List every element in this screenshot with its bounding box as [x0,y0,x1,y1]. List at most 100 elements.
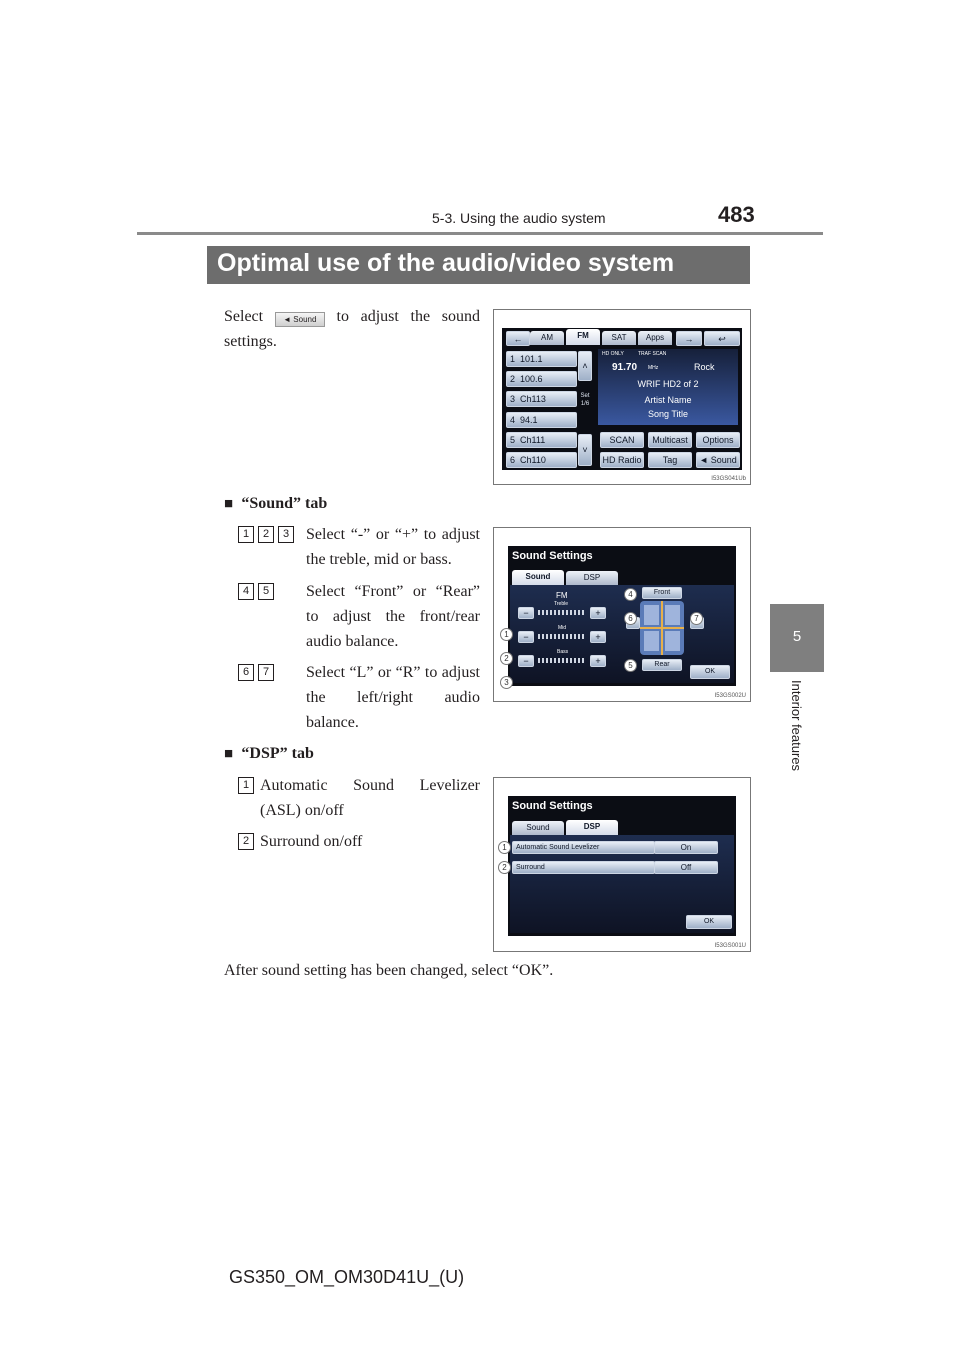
balance-grid [640,601,684,655]
multicast-button[interactable]: Multicast [648,432,692,448]
treble-plus-button[interactable]: + [590,607,606,619]
dsp-item-1-number: 1 [238,773,258,798]
callout-3: 3 [500,676,513,689]
sound-panel: FM Treble − + Mid − + Bass − + Front [510,585,734,683]
front-button[interactable]: Front [642,587,682,599]
dsp-tab-heading: ■ “DSP” tab [224,745,314,762]
screen-title: Sound Settings [512,550,593,562]
tab-sat[interactable]: SAT [602,331,636,345]
callout-7: 7 [690,612,703,625]
closing-paragraph: After sound setting has been changed, se… [224,962,554,979]
image-code: I53GS002U [714,693,746,699]
sound-button[interactable]: ◄ Sound [696,452,740,468]
asl-toggle[interactable]: On [654,841,718,854]
running-header-section: 5-3. Using the audio system [432,210,606,226]
station-info-panel: HD ONLY TRAF SCAN 91.70 MHz Rock WRIF HD… [598,349,738,425]
callout-2: 2 [500,652,513,665]
preset-3[interactable]: 3 Ch113 [506,391,577,407]
tab-dsp[interactable]: DSP [566,820,618,835]
treble-label: Treble [554,601,568,607]
bass-minus-button[interactable]: − [518,655,534,667]
sound-item-2-text: Select “Front” or “Rear” to adjust the f… [306,583,480,650]
screen-title: Sound Settings [512,800,593,812]
sound-item-1-text: Select “-” or “+” to adjust the treble, … [306,526,480,568]
asl-row[interactable]: Automatic Sound Levelizer [512,841,655,854]
hd-only-label: HD ONLY [602,351,624,357]
artist-name: Artist Name [644,395,692,405]
song-title: Song Title [647,409,689,419]
hd-radio-button[interactable]: HD Radio [600,452,644,468]
bass-plus-button[interactable]: + [590,655,606,667]
radio-screen-image: ← AM FM SAT Apps → ↩ 1 101.1 2 100.6 3 C… [493,309,751,485]
sound-settings-image: Sound Settings Sound DSP FM Treble − + M… [493,527,751,702]
mid-minus-button[interactable]: − [518,631,534,643]
return-icon[interactable]: ↩ [704,331,740,346]
sound-item-3-text: Select “L” or “R” to adjust the left/rig… [306,664,480,731]
callout-5: 5 [624,659,637,672]
genre: Rock [694,362,715,372]
tab-fm[interactable]: FM [566,329,600,345]
document-code-footer: GS350_OM_OM30D41U_(U) [229,1267,465,1287]
tag-button[interactable]: Tag [648,452,692,468]
source-label: FM [556,591,568,600]
preset-6[interactable]: 6 Ch110 [506,452,577,468]
callout-1: 1 [498,841,511,854]
scroll-up-icon[interactable]: ˄ [578,351,592,381]
chapter-tab: 5 [770,604,824,672]
page-number: 483 [718,202,755,227]
image-code: I53GS041Ub [711,476,746,482]
tab-sound[interactable]: Sound [512,570,564,585]
tab-sound[interactable]: Sound [512,821,564,835]
surround-toggle[interactable]: Off [654,861,718,874]
ok-button[interactable]: OK [690,665,730,679]
mid-label: Mid [558,625,567,631]
scroll-down-icon[interactable]: ˅ [578,434,592,466]
preset-5[interactable]: 5 Ch111 [506,432,577,448]
scan-button[interactable]: SCAN [600,432,644,448]
header-rule [137,232,823,235]
mid-plus-button[interactable]: + [590,631,606,643]
chapter-label: Interior features [789,680,804,772]
sound-tab-heading: ■ “Sound” tab [224,495,328,512]
bass-level-bar [538,658,584,663]
ok-button[interactable]: OK [686,915,732,929]
station-name: WRIF HD2 of 2 [637,379,699,389]
traf-scan-label: TRAF SCAN [638,351,667,357]
section-title: Optimal use of the audio/video system [217,249,675,277]
dsp-item-1-text: Automatic Sound Levelizer (ASL) on/off [260,777,480,819]
treble-level-bar [538,610,584,615]
frequency-unit: MHz [648,365,659,371]
preset-2[interactable]: 2 100.6 [506,371,577,387]
image-code: I53GS001U [714,943,746,949]
rear-button[interactable]: Rear [642,659,682,671]
tab-apps[interactable]: Apps [638,331,672,345]
callout-2: 2 [498,861,511,874]
intro-paragraph: Select ◄ Sound to adjust the sound setti… [224,308,481,350]
mid-level-bar [538,634,584,639]
preset-1[interactable]: 1 101.1 [506,351,577,367]
bass-label: Bass [557,649,569,655]
dsp-item-2-number: 2 [238,829,258,854]
treble-minus-button[interactable]: − [518,607,534,619]
callout-4: 4 [624,588,637,601]
tab-dsp[interactable]: DSP [566,571,618,585]
options-button[interactable]: Options [696,432,740,448]
forward-arrow-icon[interactable]: → [676,331,702,346]
dsp-panel: Automatic Sound Levelizer On Surround Of… [510,835,734,933]
dsp-settings-image: Sound Settings Sound DSP Automatic Sound… [493,777,751,952]
chapter-number: 5 [792,628,802,645]
dsp-item-2-text: Surround on/off [260,833,363,850]
callout-6: 6 [624,612,637,625]
frequency: 91.70 [612,362,638,373]
back-arrow-icon[interactable]: ← [506,331,530,346]
tab-am[interactable]: AM [530,331,564,345]
surround-row[interactable]: Surround [512,861,655,874]
sound-button-inline: ◄ Sound [274,312,325,327]
section-title-bar: Optimal use of the audio/video system [207,246,750,284]
callout-1: 1 [500,628,513,641]
preset-4[interactable]: 4 94.1 [506,412,577,428]
